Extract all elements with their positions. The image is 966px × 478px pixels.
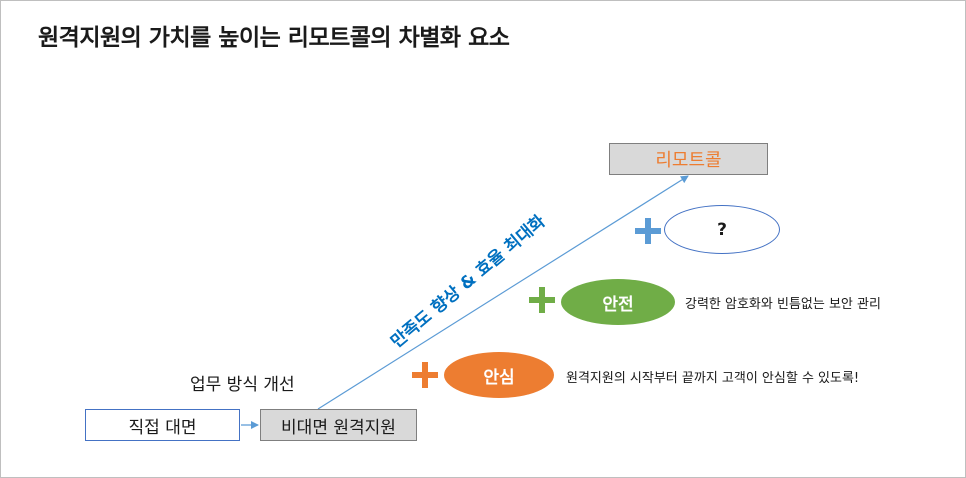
- desc-peace-of-mind: 원격지원의 시작부터 끝까지 고객이 안심할 수 있도록!: [566, 371, 860, 386]
- desc-safety: 강력한 암호화와 빈틈없는 보안 관리: [685, 297, 881, 312]
- oval-safety: 안전: [561, 279, 675, 325]
- page-title: 원격지원의 가치를 높이는 리모트콜의 차별화 요소: [38, 25, 510, 51]
- box-direct-meeting: 직접 대면: [85, 409, 240, 441]
- plus-icon-orange: [412, 362, 438, 388]
- plus-icon-green: [529, 287, 555, 313]
- box-remotecall: 리모트콜: [609, 143, 768, 175]
- oval-question: ?: [664, 205, 780, 254]
- box-remote-support: 비대면 원격지원: [260, 409, 417, 441]
- arrow-growth-diagonal: [317, 175, 689, 410]
- oval-peace-of-mind: 안심: [444, 352, 554, 398]
- plus-icon-blue: [635, 218, 661, 244]
- label-work-improvement: 업무 방식 개선: [190, 375, 295, 395]
